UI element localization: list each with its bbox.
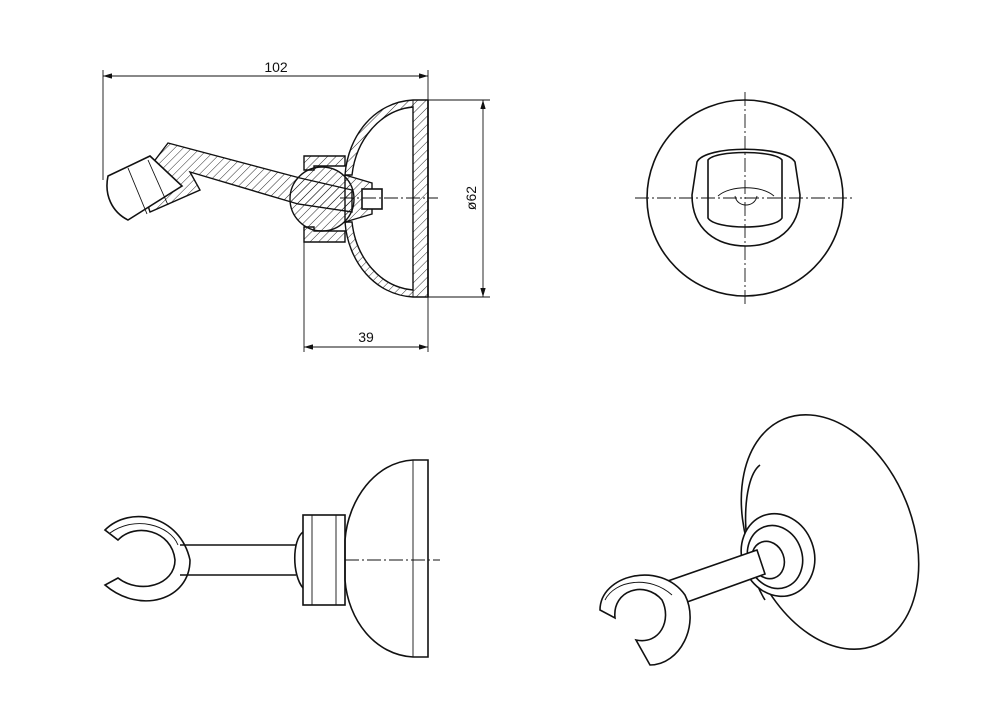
nozzle <box>106 155 184 221</box>
nut-top <box>303 155 346 171</box>
front-view <box>635 92 855 304</box>
dimension-depth-label: 39 <box>358 329 374 345</box>
clip <box>103 515 191 602</box>
dimension-length-label: 102 <box>264 59 288 75</box>
isometric-view <box>599 413 920 666</box>
side-view <box>103 459 440 658</box>
holder-lip <box>717 187 775 197</box>
holder-hole <box>734 195 758 206</box>
nozzle-thread <box>147 159 169 206</box>
flange-nut <box>302 514 346 606</box>
nozzle-thread <box>127 167 148 215</box>
section-view: 102 39 ø62 <box>102 59 490 352</box>
dome <box>344 459 429 658</box>
screw-hole <box>361 188 383 210</box>
clip-edge <box>109 523 179 546</box>
dimension-diameter-label: ø62 <box>463 186 479 210</box>
clip-edge <box>604 581 673 601</box>
holder-inner <box>707 151 783 228</box>
clip <box>599 574 691 666</box>
ball-collar <box>294 531 304 589</box>
